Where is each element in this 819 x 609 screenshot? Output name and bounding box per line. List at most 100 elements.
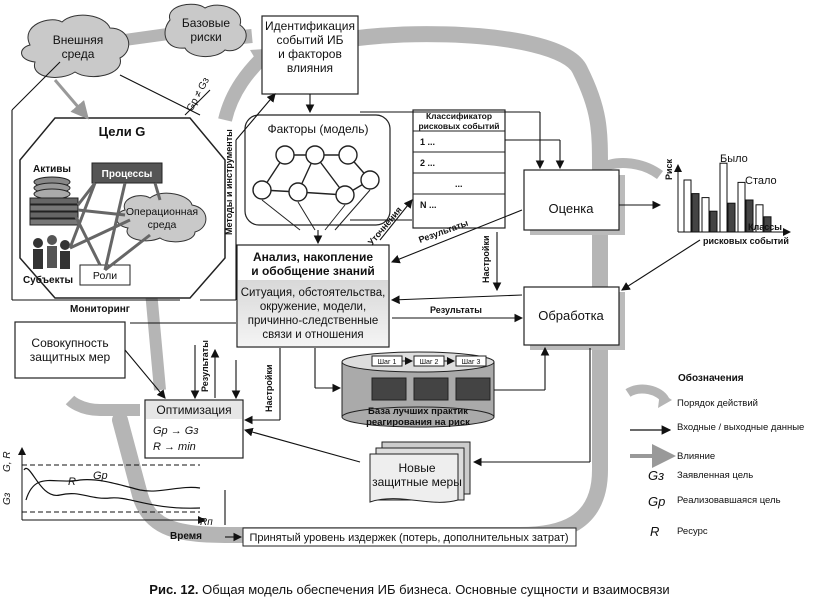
analysis-title-line1: Анализ, накопление [253, 250, 373, 264]
classifier-row-1: 1 ... [420, 137, 435, 147]
new-measures-line2: защитные меры [372, 475, 462, 489]
risk-became-label: Стало [745, 175, 777, 187]
risk-bar-became-4 [745, 199, 754, 233]
base-risks-line2: риски [190, 30, 221, 44]
operational-env-cloud [116, 192, 207, 243]
legend-item-4: Заявленная цель [677, 470, 753, 481]
identification-line2: событий ИБ [276, 33, 343, 47]
processes-label: Процессы [102, 169, 153, 180]
protective-set-box [14, 321, 126, 379]
base-risks-line1: Базовые [182, 16, 230, 30]
external-env-line1: Внешняя [53, 33, 104, 47]
settings-label-right: Настройки [481, 236, 491, 283]
classifier-row-2: 2 ... [420, 158, 435, 168]
assessment-box [523, 169, 620, 231]
factors-title: Факторы (модель) [267, 122, 368, 136]
goal-inequality: Gр ≠ Gз [185, 75, 212, 113]
risk-bar-became-5 [763, 216, 772, 233]
subjects-label: Субъекты [23, 274, 73, 286]
step-3-label: Шаг 3 [462, 359, 481, 366]
risk-bar-was-4 [737, 181, 746, 233]
legend-title: Обозначения [678, 372, 744, 384]
optimization-formula-2: R → min [153, 441, 196, 453]
risk-bar-became-1 [691, 193, 700, 233]
risk-bar-was-3 [719, 162, 728, 233]
risk-bar-became-2 [709, 210, 718, 233]
acceptable-level-box [242, 527, 577, 547]
loop-external-arrow [124, 28, 169, 46]
legend-symbol-gp: Gр [648, 494, 665, 509]
risk-x-label-2: рисковых событий [703, 236, 789, 246]
mini-chart-x-label: Время [170, 531, 202, 542]
legend-symbol-gz: Gз [648, 468, 664, 483]
best-practices-line2: реагирования на риск [366, 417, 470, 428]
operational-env-line1: Операционная [126, 206, 198, 218]
processing-label: Обработка [538, 308, 604, 323]
external-env-cloud [21, 14, 130, 78]
legend-symbols [625, 384, 676, 468]
legend-symbol-r: R [650, 524, 659, 539]
legend-item-2: Входные / выходные данные [677, 422, 804, 433]
classifier-row-n: N ... [420, 200, 437, 210]
external-env-line2: среда [62, 47, 95, 61]
classifier-line2: рисковых событий [418, 121, 499, 131]
flow-arrows [11, 61, 701, 542]
protective-set-line2: защитных мер [30, 350, 111, 364]
analysis-title-line2: и обобщение знаний [251, 264, 375, 278]
risk-bar-became-3 [727, 202, 736, 233]
analysis-body-line2: окружение, модели, [260, 301, 366, 313]
risk-bar-was-2 [701, 197, 710, 233]
results-label-vertical: Результаты [200, 340, 210, 392]
identification-line3: и факторов [278, 47, 342, 61]
new-measures-line1: Новые [398, 461, 435, 475]
risk-bar-was-1 [683, 179, 692, 233]
monitoring-label: Мониторинг [70, 304, 130, 315]
analysis-body-line1: Ситуация, обстоятельства, [241, 287, 386, 299]
step-1-label: Шаг 1 [378, 359, 397, 366]
legend-item-1: Порядок действий [677, 398, 758, 409]
assessment-label: Оценка [548, 201, 594, 216]
protective-set-line1: Совокупность [31, 336, 108, 350]
risk-bars [683, 162, 772, 233]
risk-x-label-1: Классы [748, 222, 782, 232]
mini-chart-gp-label: Gр [93, 470, 108, 482]
goals-title: Цели G [99, 124, 146, 139]
acceptable-level-label: Принятый уровень издержек (потерь, допол… [249, 532, 568, 544]
mini-chart-gz-label: Gз [2, 492, 13, 505]
mini-chart-y-label: G, R [2, 451, 13, 472]
subjects-people-icon [33, 235, 70, 269]
risk-bar-was-5 [755, 204, 764, 233]
caption-text: Общая модель обеспечения ИБ бизнеса. Осн… [202, 582, 670, 597]
best-practices-line1: База лучших практик [368, 406, 468, 417]
identification-box [261, 15, 359, 95]
goals-octagon [19, 117, 226, 299]
assets-label: Активы [33, 164, 71, 175]
processing-box [523, 286, 620, 346]
assets-stack-icon [29, 176, 79, 226]
identification-line1: Идентификация [265, 19, 355, 33]
mini-chart-rn-label: Rп [200, 517, 213, 528]
best-practices-database [341, 351, 495, 428]
base-risks-cloud [164, 3, 247, 57]
loop-right-to-chart [596, 158, 663, 180]
risk-y-label: Риск [664, 158, 674, 180]
results-label-lower: Результаты [430, 305, 482, 315]
optimization-formula-1: Gр → Gз [153, 425, 198, 437]
legend-item-6: Ресурс [677, 526, 708, 537]
new-measures-docs [369, 441, 471, 503]
settings-label-lower: Настройки [264, 365, 274, 412]
influence-arrows [53, 79, 89, 120]
risk-was-label: Было [720, 153, 748, 165]
mini-chart-r-label: R [68, 476, 76, 488]
mini-chart [18, 447, 206, 524]
optimization-label: Оптимизация [156, 403, 231, 417]
caption-label: Рис. 12. [149, 582, 199, 597]
factors-graph [252, 145, 380, 205]
processes-box [91, 162, 163, 184]
legend-item-5: Реализовавшаяся цель [677, 495, 781, 506]
analysis-body-line4: связи и отношения [262, 329, 363, 341]
analysis-body-line3: причинно-следственные [248, 315, 378, 327]
goals-links [68, 182, 162, 272]
figure-caption: Рис. 12. Общая модель обеспечения ИБ биз… [0, 582, 819, 597]
